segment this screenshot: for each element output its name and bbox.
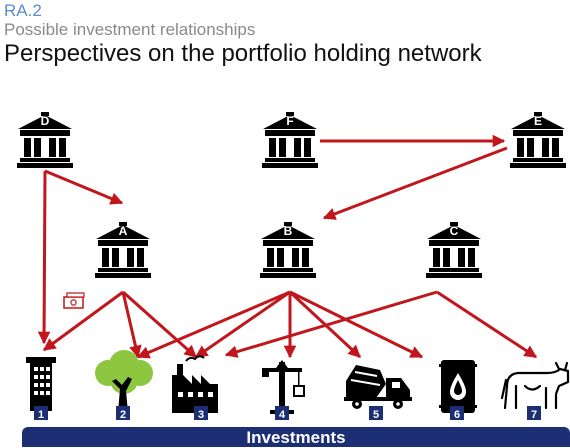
investment-number: 6 [454,409,460,421]
investor-A: A [95,222,151,278]
investment-5: 5 [344,365,412,421]
investment-number: 7 [531,409,537,421]
holding-arrow-A-to-1 [42,290,124,352]
investor-label: F [286,114,293,128]
investment-4: 4 [262,360,305,421]
investor-label: C [450,224,459,238]
investment-number: 3 [198,409,204,421]
cement-mixer-truck-icon [344,365,412,409]
investor-B: B [260,222,316,278]
investments-bar: Investments [22,427,570,447]
investor-label: D [41,114,50,128]
holding-arrow-D-to-1 [37,170,51,345]
investor-F: F [262,112,318,168]
construction-crane-icon [262,360,305,414]
holding-arrow-B-to-2 [136,290,291,359]
figure-subtitle: Possible investment relationships [4,20,256,39]
investment-3: 3 [172,355,218,421]
investment-number: 1 [38,409,44,421]
oil-barrel-icon [439,360,477,413]
tree-icon [95,350,153,412]
investment-1: 1 [26,357,56,421]
investment-6: 6 [439,360,477,421]
figure-code: RA.2 [4,1,42,20]
holding-arrow-A-to-3 [122,290,197,359]
holding-arrow-A-to-2 [121,291,142,359]
holding-arrow-E-to-B [322,146,508,220]
holding-arrow-C-to-7 [436,290,538,359]
investor-C: C [426,222,482,278]
investment-7: 7 [500,361,570,421]
investor-label: B [284,224,293,238]
investment-number: 2 [120,409,126,421]
investor-label: A [119,224,128,238]
investor-D: D [17,112,73,168]
figure-title: Perspectives on the portfolio holding ne… [4,40,482,67]
holding-arrow-B-to-3 [194,290,291,359]
investor-E: E [510,112,566,168]
investment-2: 2 [95,350,153,421]
investor-label: E [534,114,542,128]
cow-icon [500,361,570,410]
factory-icon [172,355,218,413]
holding-arrow-C-to-3 [224,290,438,358]
office-building-icon [26,357,56,411]
holding-arrow-D-to-A [44,169,124,205]
cash-note-icon [63,292,85,309]
investment-number: 5 [373,409,379,421]
investment-number: 4 [279,409,286,421]
holding-arrow-B-to-6 [289,290,424,359]
